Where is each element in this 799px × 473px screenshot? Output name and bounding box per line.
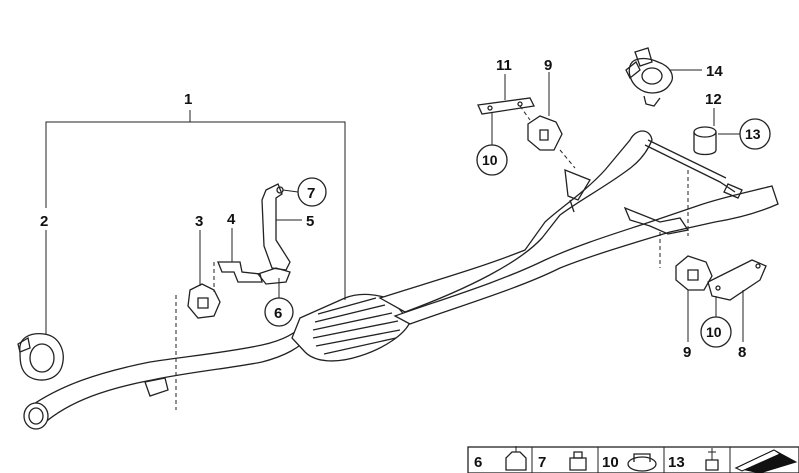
callout-6: 6 (274, 305, 282, 322)
catalytic-converter (291, 293, 411, 362)
center-pipe-lower (393, 185, 779, 325)
callout-3: 3 (195, 213, 203, 230)
callout-13-circle (739, 118, 771, 150)
bracket-part-5 (261, 183, 291, 271)
rubber-hanger-part-9-bottom (675, 255, 713, 291)
nut-icon (505, 446, 527, 471)
callout-6-circle (264, 297, 294, 327)
leader-lines (45, 69, 744, 342)
rubber-hanger-part-3 (187, 283, 221, 319)
callout-2: 2 (40, 213, 48, 230)
clamp-part-14 (625, 47, 673, 107)
parts-legend: 6 7 10 13 (467, 446, 799, 473)
mid-hanger-bracket (564, 168, 591, 213)
wedge-icon (734, 449, 798, 473)
clamp-part-2 (17, 332, 64, 381)
stud-bolt-icon (705, 448, 719, 471)
center-pipe-upper (378, 130, 653, 313)
callout-7-circle (297, 177, 327, 207)
callout-12: 12 (705, 91, 722, 108)
legend-13-label: 13 (668, 454, 685, 471)
callout-11: 11 (496, 57, 512, 74)
callout-4: 4 (227, 211, 236, 228)
front-pipe (23, 320, 313, 430)
flange-nut-icon (627, 453, 657, 472)
legend-10-label: 10 (602, 454, 619, 471)
callout-10-bottom-circle (700, 316, 732, 348)
callout-7: 7 (307, 185, 315, 202)
legend-6-label: 6 (474, 454, 482, 471)
alignment-lines (175, 105, 689, 410)
rubber-mount-part-13 (693, 126, 717, 156)
callout-1: 1 (184, 91, 192, 108)
callout-13: 13 (745, 126, 761, 142)
callout-8: 8 (738, 344, 746, 361)
bracket-part-4 (217, 261, 291, 285)
legend-7-label: 7 (538, 454, 546, 471)
callout-14: 14 (706, 63, 723, 80)
callouts: 1 2 3 4 5 7 6 11 9 10 14 12 13 10 9 8 (40, 57, 771, 361)
rear-hanger-rod (644, 139, 743, 199)
bracket-part-11 (477, 97, 535, 115)
front-hanger-bracket (144, 377, 169, 397)
callout-5: 5 (306, 213, 314, 230)
callout-10-top-circle (476, 144, 508, 176)
callout-10-top: 10 (482, 152, 498, 168)
callout-10-bottom: 10 (706, 324, 722, 340)
bracket-part-8 (707, 259, 767, 301)
callout-9-bottom: 9 (683, 344, 691, 361)
bolt-icon (569, 451, 587, 471)
rubber-hanger-part-9-top (527, 115, 563, 151)
callout-9-top: 9 (544, 57, 552, 74)
